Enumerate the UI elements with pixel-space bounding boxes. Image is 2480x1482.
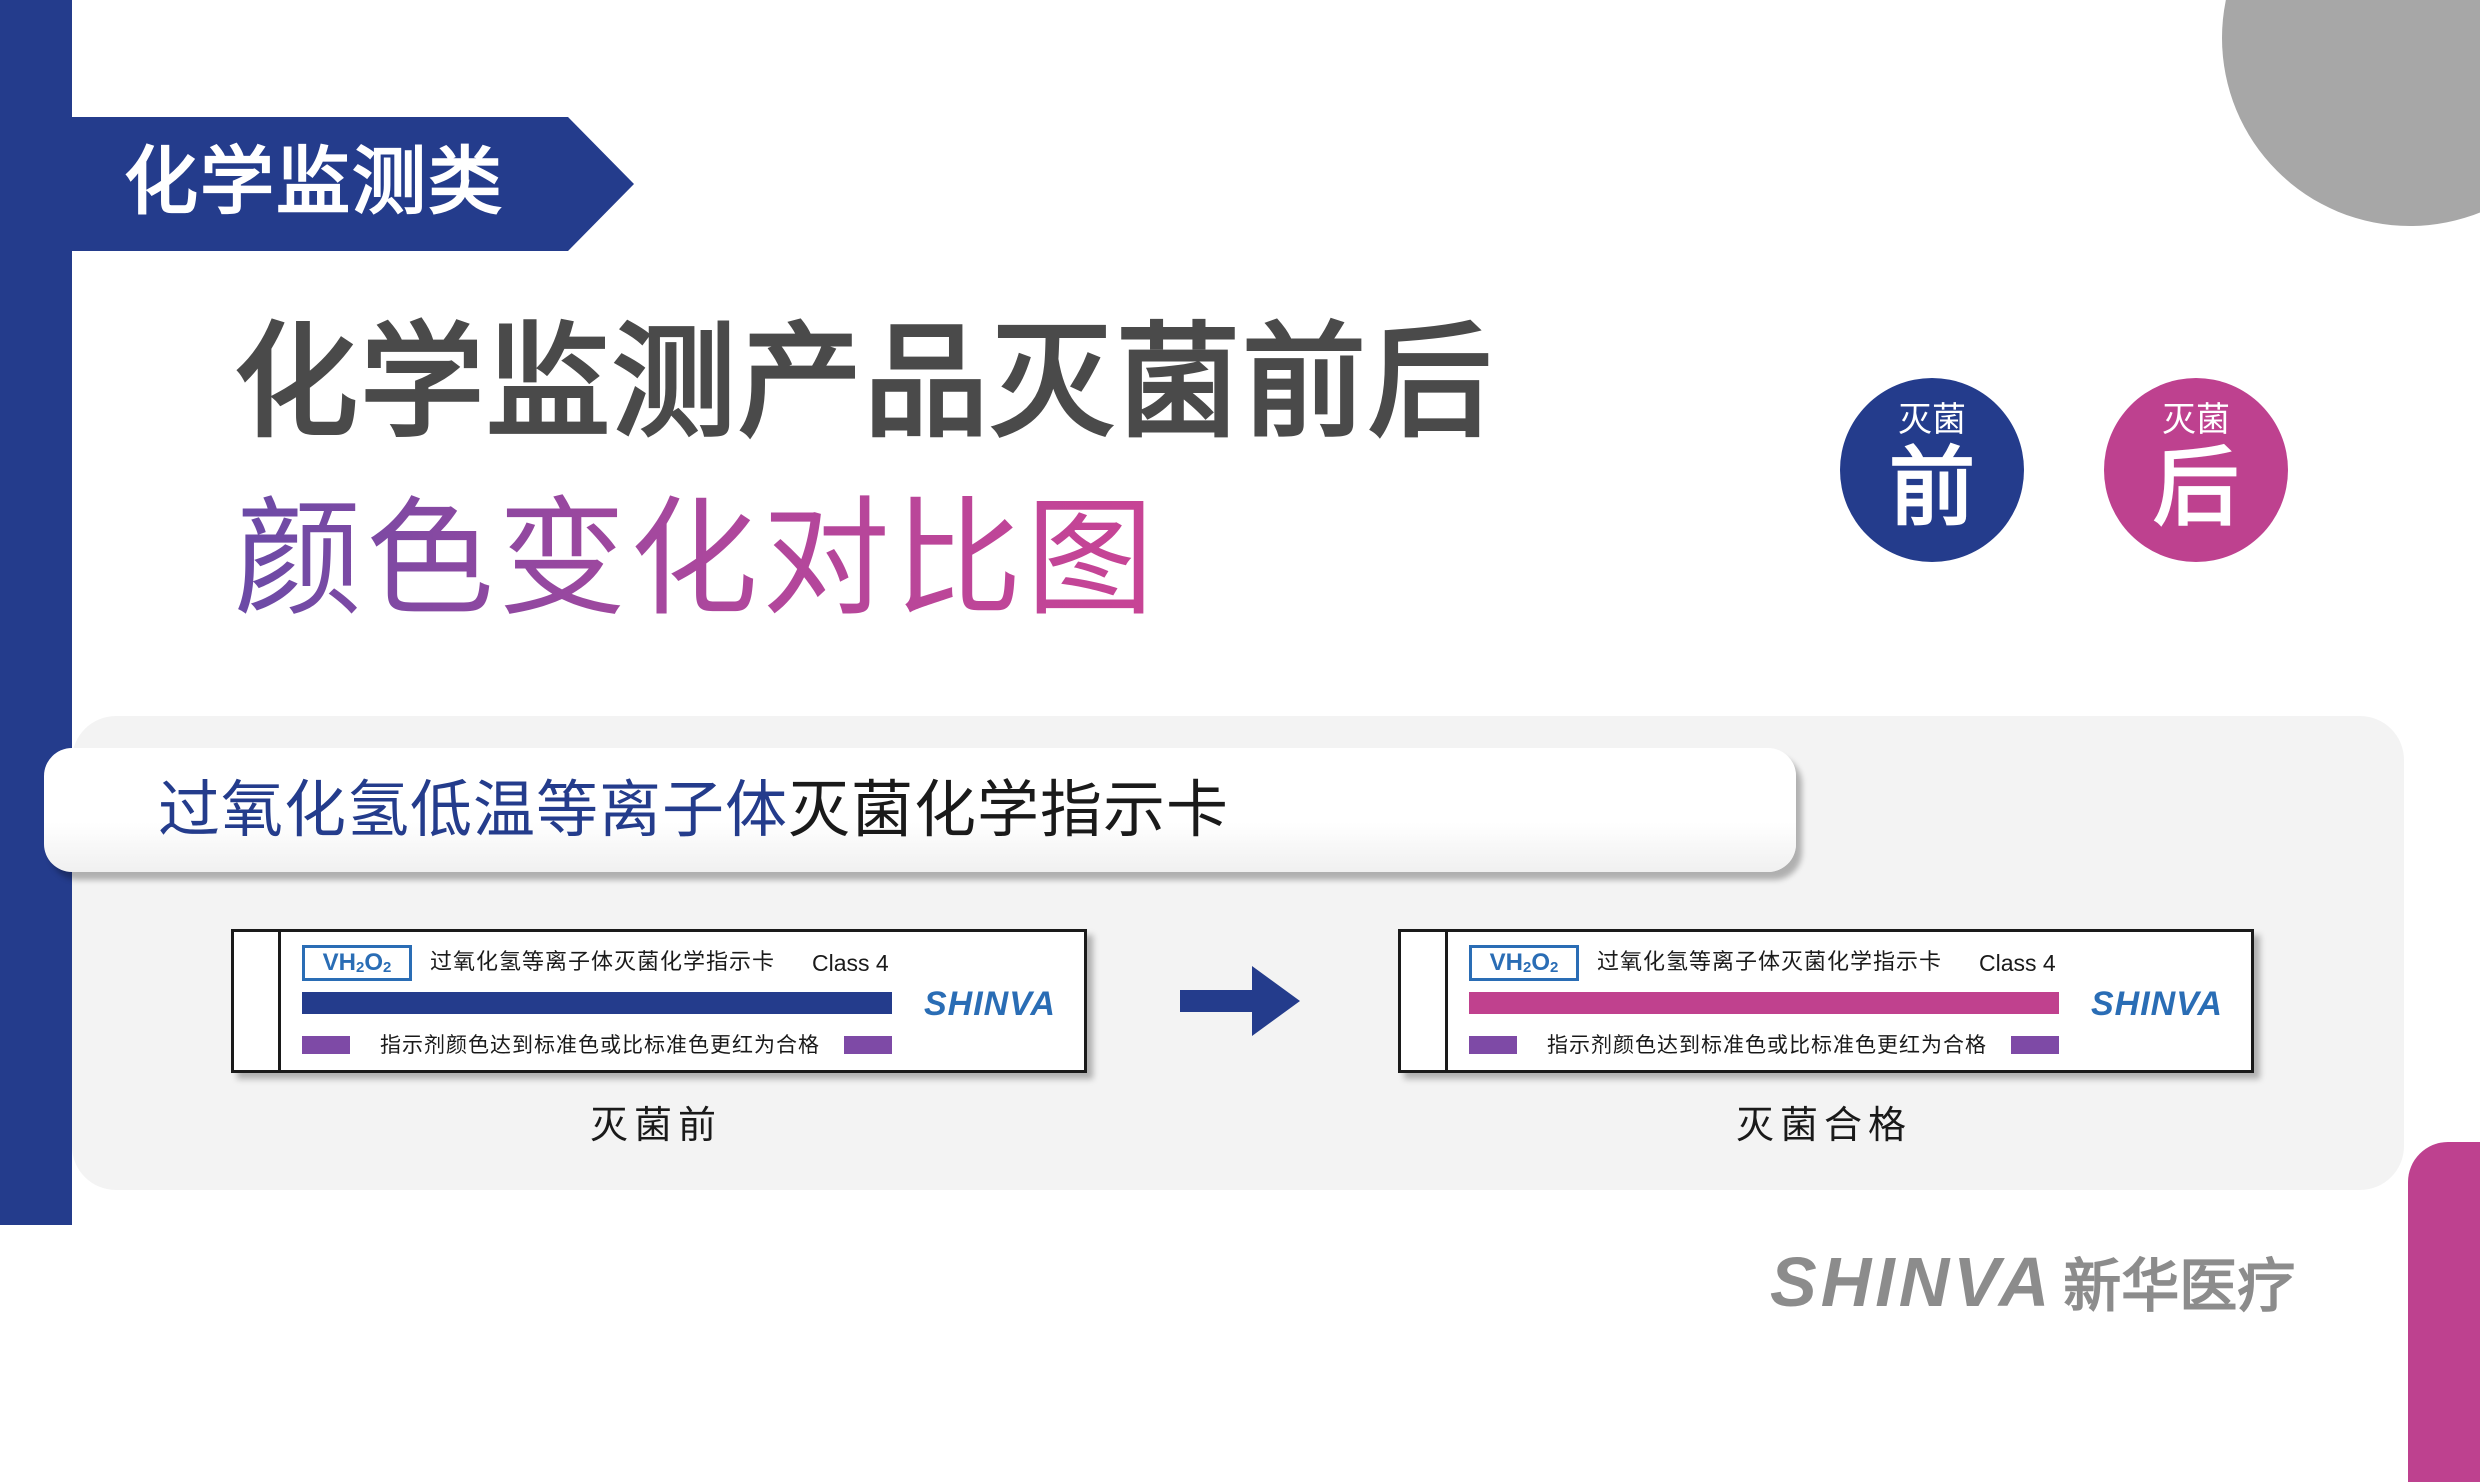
card-title: 过氧化氢等离子体灭菌化学指示卡 <box>1597 950 1943 975</box>
card-class: Class 4 <box>812 950 889 976</box>
reference-swatch-right <box>2011 1036 2059 1054</box>
panel-header-title: 过氧化氢低温等离子体灭菌化学指示卡 <box>158 772 1229 848</box>
card-formula-tag: VH2O2 <box>1469 945 1579 981</box>
bottom-right-accent-tab <box>2408 1142 2480 1482</box>
card-note: 指示剂颜色达到标准色或比标准色更红为合格 <box>1547 1033 1987 1057</box>
corner-badge: VH2O2 <box>2222 0 2480 226</box>
panel-header-blue: 过氧化氢低温等离子体 <box>158 773 789 846</box>
reference-swatch-left <box>1469 1036 1517 1054</box>
before-badge-big: 前 <box>1889 438 1975 538</box>
before-badge-small: 灭菌 <box>1898 400 1966 440</box>
card-class: Class 4 <box>1979 950 2056 976</box>
indicator-card-after: VH2O2 过氧化氢等离子体灭菌化学指示卡 Class 4 SHINVA 指示剂… <box>1398 929 2254 1073</box>
panel-header-black: 灭菌化学指示卡 <box>788 773 1230 846</box>
before-badge: 灭菌 前 <box>1840 378 2024 562</box>
reference-swatch-right <box>844 1036 892 1054</box>
card-title: 过氧化氢等离子体灭菌化学指示卡 <box>430 950 776 975</box>
after-badge-small: 灭菌 <box>2162 400 2230 440</box>
category-banner <box>72 117 634 251</box>
card-stub <box>1445 932 1448 1070</box>
reference-swatch-left <box>302 1036 350 1054</box>
footer-brand-cn: 新华医疗 <box>2063 1252 2296 1320</box>
category-label: 化学监测类 <box>124 139 504 225</box>
caption-before: 灭菌前 <box>589 1103 722 1147</box>
card-brand-logo: SHINVA <box>2091 985 2223 1023</box>
panel-header <box>44 748 1796 872</box>
card-note: 指示剂颜色达到标准色或比标准色更红为合格 <box>380 1033 820 1057</box>
left-accent-bar <box>0 0 72 1225</box>
card-formula-tag: VH2O2 <box>302 945 412 981</box>
card-brand-logo: SHINVA <box>924 985 1056 1023</box>
after-badge-big: 后 <box>2153 438 2239 538</box>
after-badge: 灭菌 后 <box>2104 378 2288 562</box>
caption-after: 灭菌合格 <box>1735 1103 1912 1147</box>
indicator-card-before: VH2O2 过氧化氢等离子体灭菌化学指示卡 Class 4 SHINVA 指示剂… <box>231 929 1087 1073</box>
indicator-bar <box>302 992 892 1014</box>
card-stub <box>278 932 281 1070</box>
footer-brand-latin: SHINVA <box>1770 1243 2054 1321</box>
page-title: 化学监测产品灭菌前后 <box>234 311 1495 455</box>
right-arrow-icon <box>1180 966 1300 1036</box>
indicator-bar <box>1469 992 2059 1014</box>
page-subtitle: 颜色变化对比图 <box>234 485 1159 634</box>
